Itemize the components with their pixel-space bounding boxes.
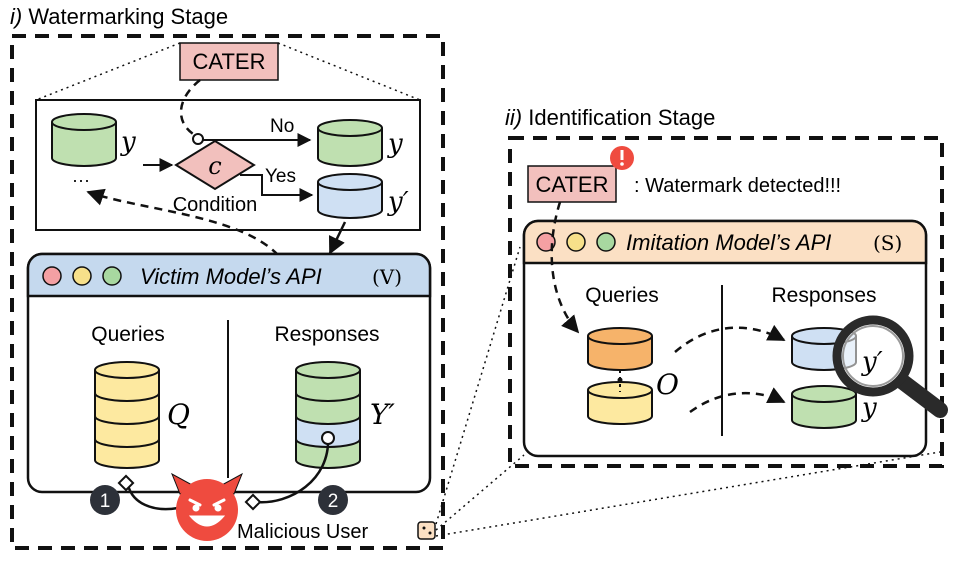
- no-label: No: [270, 116, 294, 137]
- imitation-maximize-dot: [596, 232, 616, 252]
- magnifier-icon: [832, 315, 948, 418]
- query-link-dot: [617, 377, 623, 383]
- watermarked-response-arrow: [328, 221, 347, 255]
- query-to-clean-arrow: [689, 387, 786, 414]
- cater-to-condition-line: [179, 79, 201, 139]
- step-1-label: 1: [100, 491, 111, 512]
- imitation-api-tag: (S): [873, 231, 902, 255]
- input-cylinder: [51, 113, 117, 167]
- zoom-line-bottom: [435, 451, 941, 537]
- stage2-frame: [508, 136, 944, 468]
- query-to-watermarked-arrow: [674, 324, 786, 353]
- imitation-api-title: Imitation Model’s API: [626, 230, 831, 255]
- zoom-line-left: [35, 42, 181, 101]
- step-2-label: 2: [328, 491, 339, 512]
- yes-output-y-prime-label: y′: [387, 187, 409, 217]
- condition-hook: [192, 133, 204, 145]
- window-close-dot: [42, 266, 62, 286]
- cater-detector-label: CATER: [536, 172, 609, 197]
- window-maximize-dot: [102, 266, 122, 286]
- imitation-close-dot: [536, 232, 556, 252]
- clean-response-y-label: y: [861, 393, 877, 423]
- queries-Q-label: Q: [167, 398, 190, 431]
- devil-emoji-icon: [171, 472, 243, 541]
- queries-stack: [94, 361, 160, 469]
- victim-responses-label: Responses: [274, 323, 379, 346]
- queries-O-label: O: [656, 368, 679, 401]
- zoom-line-mid: [435, 454, 525, 531]
- yes-branch-arrow: [240, 174, 314, 202]
- imitation-api-titlebar: [522, 219, 928, 265]
- cater-detector-box: [527, 165, 617, 203]
- condition-symbol: c: [208, 152, 221, 180]
- query-connector-diamond: [117, 474, 135, 492]
- victim-queries-label: Queries: [91, 323, 165, 346]
- condition-diamond: [174, 139, 256, 191]
- responses-Y-prime-label: Y′: [370, 398, 395, 431]
- response-connector-hook: [321, 431, 335, 445]
- stage1-title: i) Watermarking Stage: [10, 4, 228, 29]
- victim-api-titlebar: [26, 252, 432, 298]
- victim-api-tag: (V): [372, 265, 402, 289]
- warning-icon: [610, 146, 634, 170]
- cater-label: CATER: [193, 49, 266, 74]
- stage2-title: ii) Identification Stage: [505, 105, 715, 130]
- malicious-user-label: Malicious User: [237, 521, 368, 543]
- step-2-badge: [318, 485, 348, 515]
- feedback-arrow: [86, 188, 279, 256]
- response-connector: [255, 437, 330, 504]
- watermarked-response-y-prime-label: y′: [861, 347, 883, 377]
- window-minimize-dot: [72, 266, 92, 286]
- imitation-minimize-dot: [566, 232, 586, 252]
- no-output-y-label: y: [387, 129, 403, 159]
- cater-box: [179, 42, 279, 81]
- input-y-label: y: [120, 127, 136, 157]
- yes-output-cylinder: [317, 173, 383, 219]
- user-icon: [417, 521, 436, 540]
- detected-text: : Watermark detected!!!: [634, 175, 841, 197]
- condition-label: Condition: [173, 194, 258, 216]
- zoom-line-top: [435, 246, 521, 525]
- no-output-cylinder: [317, 119, 383, 167]
- zoom-line-right: [277, 42, 421, 101]
- imitation-queries-label: Queries: [585, 284, 659, 307]
- query-cylinder-yellow: [587, 381, 653, 425]
- stage1-frame: [10, 34, 445, 550]
- response-cylinder-green: [791, 385, 857, 429]
- victim-api-title: Victim Model’s API: [140, 264, 322, 289]
- ellipsis: ···: [72, 170, 90, 190]
- response-connector-diamond: [244, 493, 262, 511]
- step-1-badge: [90, 485, 120, 515]
- query-cylinder-orange: [587, 327, 653, 371]
- cater-to-queries-arrow: [550, 201, 580, 334]
- yes-label: Yes: [265, 166, 296, 187]
- imitation-responses-label: Responses: [771, 284, 876, 307]
